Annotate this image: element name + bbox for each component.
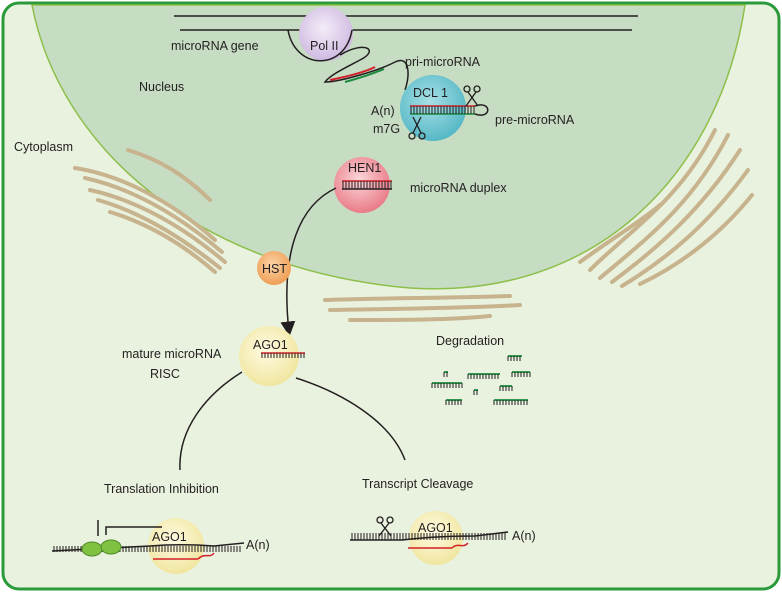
translation-inhibition-label: Translation Inhibition [104,482,219,496]
transcript-cleavage-label: Transcript Cleavage [362,477,473,491]
pol-ii-label: Pol II [310,39,339,53]
mrna-cleavage [350,531,509,549]
hst-label: HST [262,262,287,276]
degraded-fragments [431,355,531,405]
ago1-translation-label: AGO1 [152,530,187,544]
er-left [73,148,227,274]
hen1-enzyme [334,157,390,213]
branch-cleavage [295,377,406,461]
er-bottom [323,294,522,322]
microrna-duplex-glyph [342,180,392,190]
microrna-gene-dna [174,15,638,31]
risc-label: RISC [150,367,180,381]
pol-ii-rna-bubble [287,29,353,62]
pre-microrna-label: pre-microRNA [495,113,575,127]
scissors-icon [463,85,481,107]
hst-exporter [257,251,291,285]
polya-nucleus-label: A(n) [371,104,395,118]
polya-translation-label: A(n) [246,538,270,552]
pri-microrna-strand [323,46,409,91]
ago1-translation [148,518,204,574]
export-arrow [280,187,337,337]
mature-microrna-glyph [261,352,305,358]
m7g-label: m7G [373,122,400,136]
ribosome-icon [81,539,122,557]
cytoplasm-label: Cytoplasm [14,140,73,154]
er-right [578,128,754,288]
ago1-label: AGO1 [253,338,288,352]
pre-microrna-hairpin [410,104,489,116]
microrna-gene-label: microRNA gene [171,39,259,53]
pol-ii-enzyme [299,7,353,61]
ago1-cleavage-label: AGO1 [418,521,453,535]
microrna-duplex-label: microRNA duplex [410,181,507,195]
pri-microrna-green [344,68,385,83]
ago1-risc [239,326,299,386]
mature-microrna-label: mature microRNA [122,347,222,361]
scissors-icon [408,116,426,140]
dcl1-label: DCL 1 [413,86,448,100]
nucleus-label: Nucleus [139,80,184,94]
nucleus-membrane [31,4,746,290]
scissors-icon [376,516,394,537]
pri-microrna-label: pri-microRNA [405,55,481,69]
inhibition-bar [97,520,162,536]
branch-translation [179,371,243,471]
hen1-label: HEN1 [348,161,381,175]
pri-microrna-red [329,66,376,81]
polya-cleavage-label: A(n) [512,529,536,543]
degradation-label: Degradation [436,334,504,348]
